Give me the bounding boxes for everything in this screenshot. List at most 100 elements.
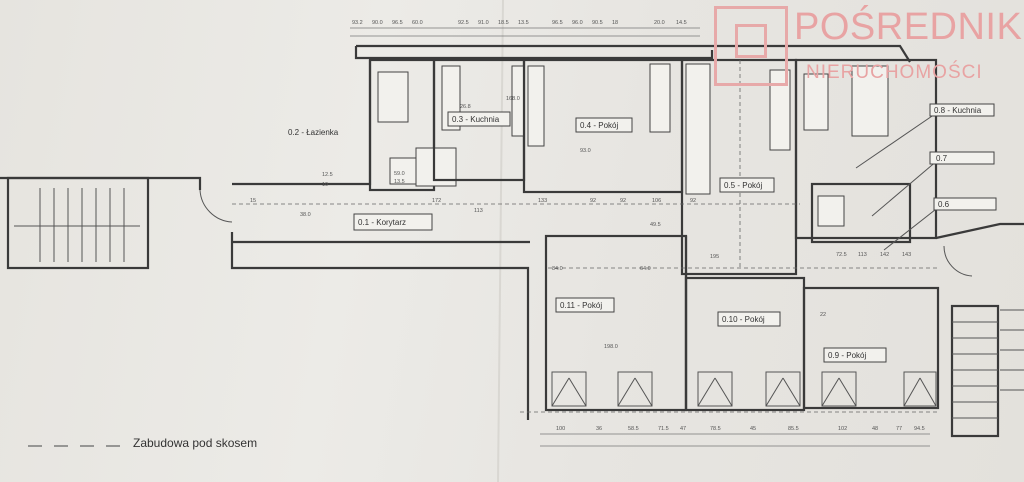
room-10-walls bbox=[684, 276, 806, 412]
wall-top-left bbox=[354, 46, 714, 60]
dim-mid-6: 133 bbox=[538, 198, 547, 204]
watermark-line1: POŚREDNIK bbox=[794, 6, 1023, 48]
dim-inner-6: 84.0 bbox=[552, 266, 563, 272]
door-arc-right bbox=[943, 245, 973, 277]
room-07-walls bbox=[794, 58, 938, 240]
room-07-cabinet bbox=[803, 73, 829, 131]
dim-inner-8: 198.0 bbox=[604, 344, 618, 350]
room-11-walls bbox=[544, 234, 688, 412]
room-label-pokoj10: 0.10 - Pokój bbox=[722, 315, 765, 324]
leader-line-08 bbox=[855, 111, 939, 169]
dim-bottom-10: 77 bbox=[896, 426, 902, 432]
dim-mid-9: 106 bbox=[652, 198, 661, 204]
dim-bottom-3: 71.5 bbox=[658, 426, 669, 432]
dim-mid-3: 38.0 bbox=[300, 212, 311, 218]
room-label-pokoj5: 0.5 - Pokój bbox=[724, 181, 762, 190]
room-label-lazienka: 0.2 - Łazienka bbox=[288, 128, 339, 137]
label-box-pokoj10 bbox=[717, 311, 781, 327]
label-box-korytarz bbox=[353, 213, 433, 231]
dim-bottom-1: 36 bbox=[596, 426, 602, 432]
legend-label: Zabudowa pod skosem bbox=[133, 436, 258, 450]
bathtub bbox=[377, 71, 409, 123]
label-box-pokoj4 bbox=[575, 117, 633, 133]
watermark-line2: NIERUCHOMOŚCI bbox=[806, 62, 983, 83]
dim-mid-12: 113 bbox=[858, 252, 867, 258]
watermark-logo-inner-icon bbox=[735, 24, 767, 58]
dim-bottom-0: 100 bbox=[556, 426, 565, 432]
wall-stair-top bbox=[0, 176, 202, 190]
dim-bottom-2: 58.5 bbox=[628, 426, 639, 432]
dim-mid-14: 143 bbox=[902, 252, 911, 258]
leader-line-07 bbox=[871, 159, 939, 217]
stair-treads-left bbox=[39, 188, 125, 262]
dim-bottom-5: 78.5 bbox=[710, 426, 721, 432]
room-06-fixture bbox=[817, 195, 845, 227]
skylight-windows bbox=[551, 371, 937, 407]
room-07-furniture bbox=[851, 65, 889, 137]
room-label-pokoj11: 0.11 - Pokój bbox=[560, 301, 602, 310]
stair-treads-right-2 bbox=[1000, 309, 1024, 391]
dim-mid-0: 12.5 bbox=[322, 172, 333, 178]
label-box-pokoj9 bbox=[823, 347, 887, 363]
staircase-right bbox=[950, 304, 1000, 438]
dim-inner-10: 22 bbox=[820, 312, 826, 318]
wall-top-right bbox=[712, 44, 911, 63]
dim-top-1: 90.0 bbox=[372, 20, 383, 26]
room-05-shelf bbox=[769, 69, 791, 151]
room-09-walls bbox=[802, 286, 940, 410]
room-04-furniture bbox=[649, 63, 671, 133]
dim-mid-5: 113 bbox=[474, 208, 483, 214]
room-label-kuchnia8: 0.8 - Kuchnia bbox=[934, 106, 982, 115]
dim-mid-10: 92 bbox=[690, 198, 696, 204]
label-box-kuchnia bbox=[447, 111, 511, 127]
dim-mid-2: 15 bbox=[250, 198, 256, 204]
dim-inner-3: 168.0 bbox=[506, 96, 520, 102]
dim-inner-2: 26.8 bbox=[460, 104, 471, 110]
dim-top-9: 96.0 bbox=[572, 20, 583, 26]
dim-mid-7: 92 bbox=[590, 198, 596, 204]
dim-top-10: 90.5 bbox=[592, 20, 603, 26]
dim-top-11: 18 bbox=[612, 20, 618, 26]
room-label-kuchnia: 0.3 - Kuchnia bbox=[452, 115, 500, 124]
label-box-07 bbox=[929, 151, 995, 165]
room-label-06: 0.6 bbox=[938, 200, 950, 209]
dim-top-13: 14.5 bbox=[676, 20, 687, 26]
dim-bottom-6: 45 bbox=[750, 426, 756, 432]
stair-treads-right bbox=[952, 321, 998, 419]
label-box-pokoj11 bbox=[555, 297, 615, 313]
dim-top-8: 96.5 bbox=[552, 20, 563, 26]
wall-corridor-left bbox=[232, 60, 372, 186]
dim-top-4: 92.5 bbox=[458, 20, 469, 26]
dim-top-12: 20.0 bbox=[654, 20, 665, 26]
room-05-wardrobe bbox=[685, 63, 711, 195]
dim-bottom-11: 94.5 bbox=[914, 426, 925, 432]
dim-bottom-4: 47 bbox=[680, 426, 686, 432]
door-arc-entry bbox=[199, 189, 233, 223]
dim-mid-4: 172 bbox=[432, 198, 441, 204]
dim-top-7: 13.5 bbox=[518, 20, 529, 26]
dim-top-2: 96.5 bbox=[392, 20, 403, 26]
dim-top-5: 91.0 bbox=[478, 20, 489, 26]
label-box-06 bbox=[933, 197, 997, 211]
room-label-pokoj4: 0.4 - Pokój bbox=[580, 121, 618, 130]
wall-right-outer bbox=[935, 222, 1024, 240]
dim-top-0: 93.2 bbox=[352, 20, 363, 26]
dim-mid-8: 92 bbox=[620, 198, 626, 204]
wall-corridor-bottom bbox=[230, 232, 530, 420]
dim-inner-1: 13.5 bbox=[394, 179, 405, 185]
staircase-left bbox=[6, 176, 150, 270]
dim-mid-13: 142 bbox=[880, 252, 889, 258]
leader-line-06 bbox=[883, 205, 941, 251]
dim-mid-11: 72.5 bbox=[836, 252, 847, 258]
watermark-logo-icon bbox=[714, 6, 788, 86]
dim-bottom-7: 85.5 bbox=[788, 426, 799, 432]
room-06-walls bbox=[810, 182, 912, 244]
room-label-07: 0.7 bbox=[936, 154, 948, 163]
room-04-wardrobe bbox=[527, 65, 545, 147]
dim-inner-9: 195 bbox=[710, 254, 719, 260]
dim-top-3: 60.0 bbox=[412, 20, 423, 26]
room-label-korytarz: 0.1 - Korytarz bbox=[358, 218, 406, 227]
dim-inner-7: 64.0 bbox=[640, 266, 651, 272]
